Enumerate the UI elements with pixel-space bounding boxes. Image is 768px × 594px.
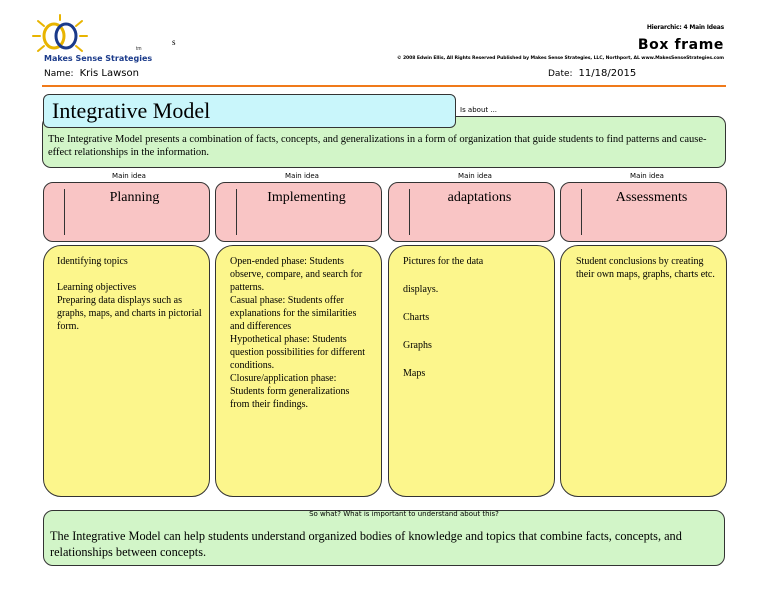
details-text-adaptations: Pictures for the data displays. Charts G… — [403, 255, 551, 395]
details-box-implementing[interactable] — [215, 245, 382, 497]
detail-line: Charts — [403, 312, 430, 323]
detail-line: displays. — [403, 284, 439, 295]
date-value: 11/18/2015 — [578, 68, 637, 79]
topic-box[interactable] — [43, 94, 456, 128]
detail-line: Maps — [403, 368, 426, 379]
detail-line: Open-ended phase: Students observe, comp… — [230, 256, 363, 293]
details-text-implementing: Open-ended phase: Students observe, comp… — [230, 255, 370, 411]
topic-title: Integrative Model — [52, 98, 211, 123]
main-idea-box-assessments[interactable] — [560, 182, 727, 242]
detail-line: Preparing data displays such as graphs, … — [57, 295, 202, 332]
name-field[interactable]: Name: Kris Lawson — [44, 68, 139, 79]
main-idea-heading: Implementing — [267, 190, 346, 205]
main-idea-heading: Planning — [109, 190, 160, 205]
copyright-line: © 2008 Edwin Ellis, All Rights Reserved … — [396, 56, 724, 61]
detail-line: Casual phase: Students offer explanation… — [230, 295, 357, 332]
details-box-planning[interactable] — [43, 245, 210, 497]
name-label: Name: — [44, 69, 74, 79]
detail-line: Pictures for the data — [403, 256, 484, 267]
details-text-planning: Identifying topics Learning objectives P… — [57, 255, 205, 333]
makes-sense-logo-icon — [32, 14, 88, 52]
detail-line: Learning objectives — [57, 282, 137, 293]
main-idea-box-implementing[interactable] — [215, 182, 382, 242]
is-about-text: The Integrative Model presents a combina… — [48, 134, 707, 158]
divider — [236, 189, 238, 235]
brand-name: Makes Sense Strategies — [44, 54, 153, 63]
details-box-adaptations[interactable] — [388, 245, 555, 497]
so-what-label: So what? What is important to understand… — [309, 510, 499, 518]
main-idea-box-adaptations[interactable] — [388, 182, 555, 242]
main-idea-heading: adaptations — [447, 190, 512, 205]
detail-line: Graphs — [403, 340, 432, 351]
stray-mark: s — [172, 37, 176, 47]
details-text-assessments: Student conclusions by creating their ow… — [576, 255, 716, 281]
detail-line: Student conclusions by creating their ow… — [576, 256, 715, 280]
main-idea-label: Main idea — [458, 172, 492, 180]
hierarchy-label: Hierarchic: 4 Main Ideas — [646, 24, 724, 31]
detail-line: Hypothetical phase: Students question po… — [230, 334, 366, 371]
date-field[interactable]: Date: 11/18/2015 — [548, 68, 636, 79]
divider — [64, 189, 66, 235]
main-idea-box-planning[interactable] — [43, 182, 210, 242]
is-about-label: Is about ... — [460, 106, 498, 114]
detail-line: Identifying topics — [57, 256, 128, 267]
name-value: Kris Lawson — [79, 68, 139, 79]
main-idea-label: Main idea — [112, 172, 146, 180]
header-divider — [42, 85, 726, 87]
divider — [409, 189, 411, 235]
main-idea-label: Main idea — [630, 172, 664, 180]
so-what-text: The Integrative Model can help students … — [50, 529, 682, 559]
date-label: Date: — [548, 69, 573, 79]
so-what-box[interactable] — [43, 510, 725, 566]
details-box-assessments[interactable] — [560, 245, 727, 497]
trademark-mark: tm — [136, 46, 142, 52]
main-idea-label: Main idea — [285, 172, 319, 180]
divider — [581, 189, 583, 235]
main-idea-heading: Assessments — [615, 190, 688, 205]
detail-line: Closure/application phase: Students form… — [230, 373, 350, 410]
frame-title: Box frame — [637, 37, 724, 53]
